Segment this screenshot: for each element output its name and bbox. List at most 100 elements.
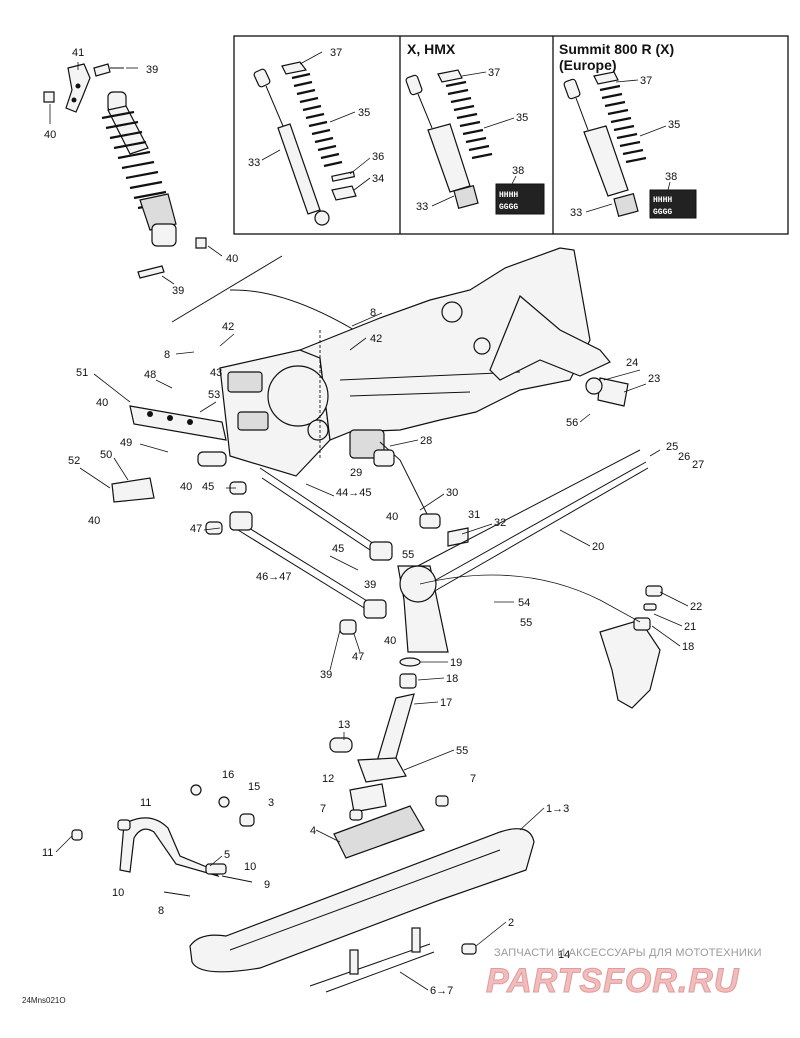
reference-code: 24Mns021O — [22, 996, 66, 1005]
callout-25: 25 — [666, 441, 678, 453]
callout-51: 51 — [76, 367, 88, 379]
inset-shock-1 — [253, 61, 357, 226]
callout-35: 35 — [516, 112, 528, 124]
callout-18: 18 — [446, 673, 458, 685]
callout-7: 7 — [320, 803, 326, 815]
inset-shock-2: HHHH GGGG — [405, 69, 545, 215]
callout-49: 49 — [120, 437, 132, 449]
shock-variants-inset: X, HMX Summit 800 R (X) (Europe) HHHH GG… — [233, 35, 789, 235]
callout-27: 27 — [692, 459, 704, 471]
callout-52: 52 — [68, 455, 80, 467]
callout-53: 53 — [208, 389, 220, 401]
callout-21: 21 — [684, 621, 696, 633]
callout-43: 43 — [210, 367, 222, 379]
callout-41: 41 — [72, 47, 84, 59]
callout-40: 40 — [226, 253, 238, 265]
watermark-tagline: ЗАПЧАСТИ И АКСЕССУАРЫ ДЛЯ МОТОТЕХНИКИ — [494, 947, 762, 959]
callout-34: 34 — [372, 173, 384, 185]
callout-40: 40 — [384, 635, 396, 647]
watermark-brand: PARTSFOR.RU — [486, 962, 740, 1000]
inset-subtitle-europe: (Europe) — [559, 57, 617, 73]
callout-40: 40 — [386, 511, 398, 523]
callout-11: 11 — [42, 847, 53, 859]
callout-35: 35 — [668, 119, 680, 131]
spindle-bracket-right — [419, 574, 663, 709]
callout-9: 9 — [264, 879, 270, 891]
callout-18: 18 — [682, 641, 694, 653]
ski-spindle — [329, 657, 421, 783]
callout-40: 40 — [96, 397, 108, 409]
callout-33: 33 — [570, 207, 582, 219]
callout-24: 24 — [626, 357, 638, 369]
suspension-arms — [111, 377, 649, 653]
callout-16: 16 — [222, 769, 234, 781]
callout-20: 20 — [592, 541, 604, 553]
callout-15: 15 — [248, 781, 260, 793]
callout-40: 40 — [44, 129, 56, 141]
callout-42: 42 — [222, 321, 234, 333]
inset-title-x-hmx: X, HMX — [407, 41, 456, 57]
callout-39: 39 — [172, 285, 184, 297]
callout-8: 8 — [164, 349, 170, 361]
callout-19: 19 — [450, 657, 462, 669]
ski-assembly — [71, 783, 535, 993]
svg-text:GGGG: GGGG — [499, 203, 518, 212]
callout-23: 23 — [648, 373, 660, 385]
inset-shock-3: HHHH GGGG — [563, 71, 697, 219]
callout-55: 55 — [456, 745, 468, 757]
callout-35: 35 — [358, 107, 370, 119]
callout-44-45: 44→45 — [336, 487, 371, 499]
callout-2: 2 — [508, 917, 514, 929]
callout-40: 40 — [88, 515, 100, 527]
callout-31: 31 — [468, 509, 480, 521]
callout-50: 50 — [100, 449, 112, 461]
rear-shock-assembly — [43, 62, 223, 285]
callout-17: 17 — [440, 697, 452, 709]
callout-7: 7 — [470, 773, 476, 785]
callout-47: 47 — [352, 651, 364, 663]
callout-40: 40 — [180, 481, 192, 493]
callout-6-7: 6→7 — [430, 985, 453, 997]
callout-33: 33 — [248, 157, 260, 169]
callout-28: 28 — [420, 435, 432, 447]
callout-45: 45 — [332, 543, 344, 555]
callout-38: 38 — [665, 171, 677, 183]
callout-39: 39 — [364, 579, 376, 591]
callout-37: 37 — [488, 67, 500, 79]
callout-4: 4 — [310, 825, 316, 837]
partsfor-watermark: ЗАПЧАСТИ И АКСЕССУАРЫ ДЛЯ МОТОТЕХНИКИ PA… — [486, 947, 762, 1001]
callout-42: 42 — [370, 333, 382, 345]
svg-text:HHHH: HHHH — [653, 196, 672, 205]
callout-37: 37 — [640, 75, 652, 87]
callout-10: 10 — [244, 861, 256, 873]
callout-11: 11 — [140, 797, 151, 809]
callout-45: 45 — [202, 481, 214, 493]
callout-39: 39 — [320, 669, 332, 681]
callout-29: 29 — [350, 467, 362, 479]
callout-37: 37 — [330, 47, 342, 59]
callout-8: 8 — [158, 905, 164, 917]
callout-46-47: 46→47 — [256, 571, 291, 583]
svg-text:HHHH: HHHH — [499, 191, 518, 200]
leader-lines — [55, 312, 689, 991]
callout-22: 22 — [690, 601, 702, 613]
callout-26: 26 — [678, 451, 690, 463]
callout-39: 39 — [146, 64, 158, 76]
callout-1-3: 1→3 — [546, 803, 569, 815]
callout-55: 55 — [520, 617, 532, 629]
callout-8: 8 — [370, 307, 376, 319]
callout-5: 5 — [224, 849, 230, 861]
callout-3: 3 — [268, 797, 274, 809]
callout-38: 38 — [512, 165, 524, 177]
callout-54: 54 — [518, 597, 530, 609]
callout-10: 10 — [112, 887, 124, 899]
callout-14: 14 — [558, 949, 570, 961]
callout-labels: 41 39 40 40 39 37 35 33 36 34 37 35 38 3… — [42, 47, 704, 997]
callout-32: 32 — [494, 517, 506, 529]
callout-12: 12 — [322, 773, 334, 785]
callout-13: 13 — [338, 719, 350, 731]
inset-title-summit: Summit 800 R (X) — [559, 41, 674, 57]
callout-36: 36 — [372, 151, 384, 163]
callout-30: 30 — [446, 487, 458, 499]
